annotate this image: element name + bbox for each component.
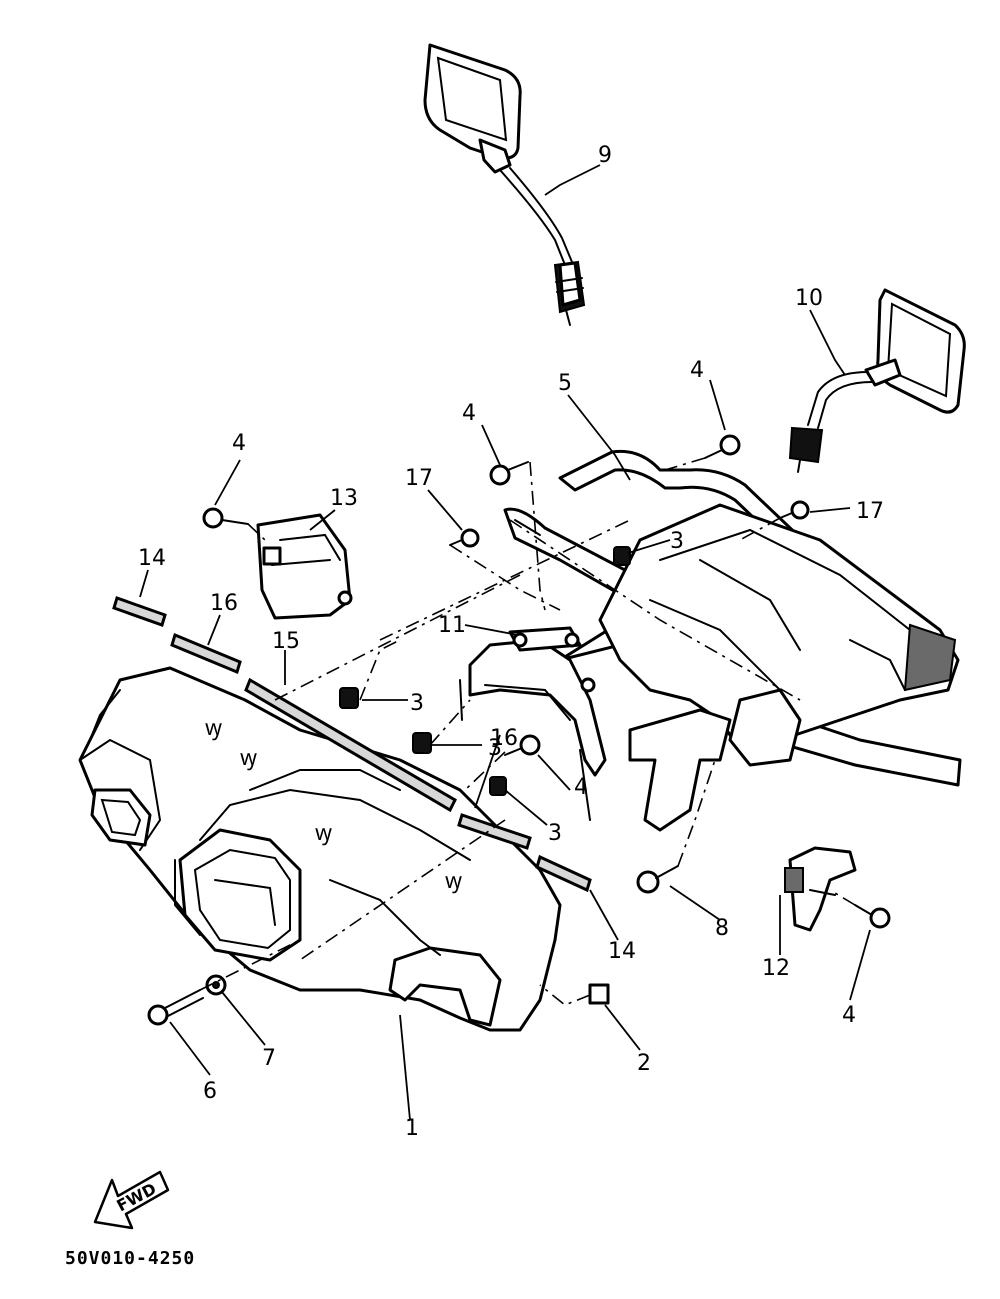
callout-7: 7 bbox=[262, 1046, 276, 1071]
callout-8: 8 bbox=[715, 916, 729, 941]
fasteners bbox=[147, 434, 891, 1026]
callout-14a: 14 bbox=[138, 546, 166, 571]
callout-2: 2 bbox=[637, 1051, 651, 1076]
callout-14b: 14 bbox=[608, 939, 636, 964]
inner-cowl bbox=[598, 503, 960, 832]
callout-10: 10 bbox=[795, 286, 823, 311]
bracket-13 bbox=[256, 513, 353, 620]
bolt-6 bbox=[147, 989, 204, 1026]
callout-labels: 1 2 3 3 3 3 4 4 4 4 4 5 6 7 8 9 10 11 12… bbox=[138, 143, 884, 1141]
bolt-17a bbox=[449, 528, 480, 548]
bolt-4d bbox=[504, 734, 541, 756]
grommet-3d bbox=[613, 546, 631, 566]
leader-lines bbox=[139, 164, 871, 1121]
callout-17b: 17 bbox=[856, 499, 884, 524]
callout-13: 13 bbox=[330, 486, 358, 511]
callout-3c: 3 bbox=[548, 821, 562, 846]
grommet-3b bbox=[412, 732, 432, 754]
seal-strips bbox=[112, 596, 592, 893]
callout-17a: 17 bbox=[405, 466, 433, 491]
callout-9: 9 bbox=[598, 143, 612, 168]
grommet-3c bbox=[489, 776, 507, 796]
callout-4a: 4 bbox=[232, 431, 246, 456]
mirror-left bbox=[423, 43, 586, 326]
callout-11: 11 bbox=[438, 613, 466, 638]
callout-12: 12 bbox=[762, 956, 790, 981]
svg-text:ꝡ: ꝡ bbox=[315, 821, 332, 846]
callout-4d: 4 bbox=[574, 775, 588, 800]
fairing-1: ꝡ ꝡ ꝡ ꝡ bbox=[78, 666, 562, 1032]
forward-direction-arrow: FWD bbox=[93, 1170, 170, 1230]
bracket-11 bbox=[459, 626, 607, 821]
svg-text:ꝡ: ꝡ bbox=[240, 746, 257, 771]
bolt-17b bbox=[779, 500, 810, 520]
callout-3a: 3 bbox=[410, 691, 424, 716]
bolt-4c bbox=[704, 434, 741, 459]
callout-5: 5 bbox=[558, 371, 572, 396]
callout-3b: 3 bbox=[488, 736, 502, 761]
svg-text:ꝡ: ꝡ bbox=[445, 869, 462, 894]
callout-15: 15 bbox=[272, 629, 300, 654]
bolt-4a bbox=[202, 507, 249, 529]
bolt-4e bbox=[854, 904, 891, 929]
callout-16a: 16 bbox=[210, 591, 238, 616]
bolt-4b bbox=[489, 461, 529, 486]
callout-4e: 4 bbox=[842, 1003, 856, 1028]
callout-16b: 16 bbox=[490, 726, 518, 751]
drawing-code: 50V010-4250 bbox=[65, 1248, 195, 1269]
callout-1: 1 bbox=[405, 1116, 419, 1141]
nut-2 bbox=[588, 983, 610, 1005]
mirror-right bbox=[788, 288, 966, 473]
grommet-3a bbox=[339, 687, 359, 709]
callout-4b: 4 bbox=[462, 401, 476, 426]
bolt-8 bbox=[636, 865, 679, 894]
callout-4c: 4 bbox=[690, 358, 704, 383]
callout-6: 6 bbox=[203, 1079, 217, 1104]
callout-3d: 3 bbox=[670, 529, 684, 554]
assembly-lines bbox=[199, 457, 856, 1006]
svg-text:ꝡ: ꝡ bbox=[205, 716, 222, 741]
bracket-12 bbox=[784, 846, 857, 932]
